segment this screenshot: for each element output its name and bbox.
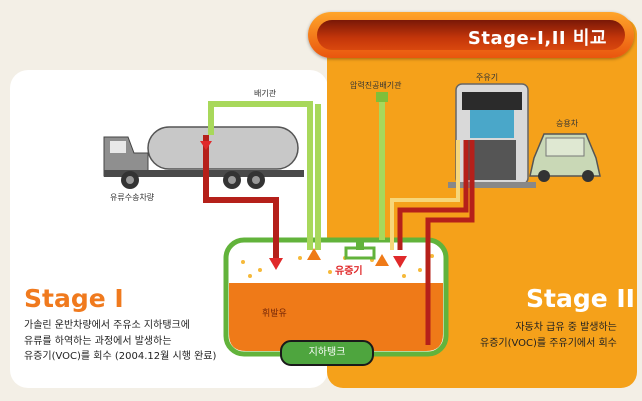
page-title: Stage-I,II 비교 — [467, 28, 607, 49]
underground-tank-label: 지하탱크 — [280, 340, 374, 366]
stage2-title: Stage II — [526, 284, 635, 313]
tanker-truck-label: 유류수송차량 — [110, 193, 155, 202]
title-banner-inner: Stage-I,II 비교 — [317, 20, 625, 50]
car-label: 승용차 — [556, 119, 579, 128]
stage1-line-1: 가솔린 운반차량에서 주유소 지하탱크에 — [24, 320, 190, 331]
pressure-vent-label: 압력진공배기관 — [350, 81, 402, 90]
stage2-description: 자동차 급유 중 발생하는 유증기(VOC)를 주유기에서 회수 — [480, 320, 617, 351]
stage2-line-2: 유증기(VOC)를 주유기에서 회수 — [480, 337, 617, 349]
dispenser-label: 주유기 — [476, 73, 499, 82]
underground-tank-graphic — [223, 237, 449, 357]
vapor-label: 유증기 — [335, 266, 363, 277]
stage1-description: 가솔린 운반차량에서 주유소 지하탱크에 유류를 하역하는 과정에서 발생하는 … — [24, 318, 216, 365]
stage1-line-2: 유류를 하역하는 과정에서 발생하는 — [24, 335, 172, 347]
stage1-line-3: 유증기(VOC)를 회수 (2004.12월 시행 완료) — [24, 351, 217, 362]
title-banner: Stage-I,II 비교 — [308, 12, 634, 58]
car-graphic — [529, 133, 601, 182]
dispenser-graphic — [448, 83, 536, 188]
gasoline-label: 휘발유 — [262, 309, 287, 319]
exhaust-pipe-label: 배기관 — [254, 89, 277, 98]
stage2-line-1: 자동차 급유 중 발생하는 — [515, 322, 617, 333]
stage1-title: Stage I — [24, 284, 124, 313]
